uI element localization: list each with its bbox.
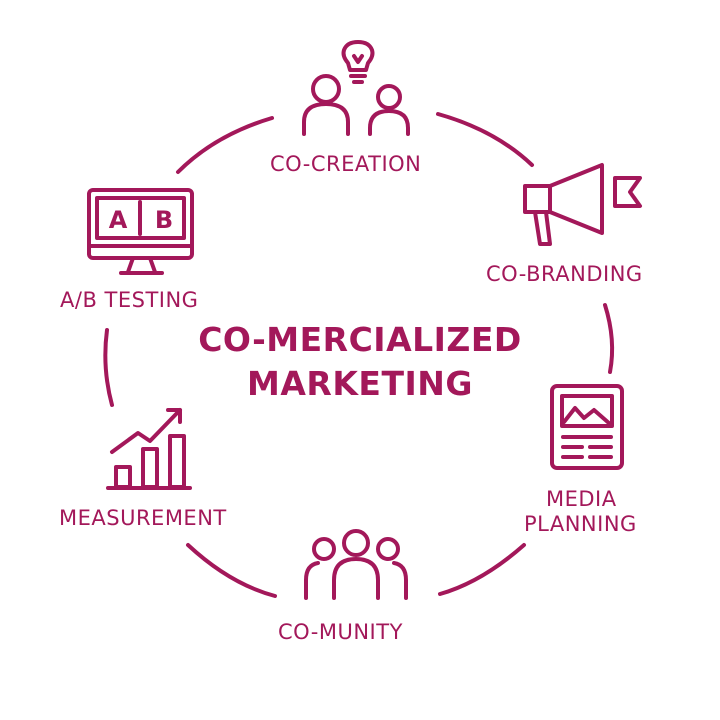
ring-arc-top-left [176,116,274,174]
growth-chart-icon [106,408,192,490]
center-title: CO-MERCIALIZED MARKETING [160,318,560,406]
ring-arc-bottom-left [186,543,277,598]
label-ab-testing: A/B TESTING [60,288,199,312]
label-co-munity: CO-MUNITY [278,620,403,644]
media-page-icon [550,384,624,470]
label-media-planning-line1: MEDIA [546,487,617,511]
label-media-planning-line2: PLANNING [524,512,637,536]
ab-monitor-icon [87,188,194,275]
center-title-line1: CO-MERCIALIZED [198,320,522,359]
ring-arc-top-right [436,112,534,167]
center-title-line2: MARKETING [247,364,473,403]
label-measurement: MEASUREMENT [59,506,227,530]
ring-arc-right [603,303,615,374]
people-lightbulb-icon [302,40,410,136]
label-co-branding: CO-BRANDING [486,262,643,286]
ab-screen-letter-b: B [155,206,173,234]
ring-arc-left [103,328,114,407]
megaphone-icon [523,163,642,246]
label-co-creation: CO-CREATION [270,152,422,176]
ab-screen-letter-a: A [109,206,128,234]
ring-arc-bottom-right [438,543,526,596]
community-icon [304,529,408,600]
